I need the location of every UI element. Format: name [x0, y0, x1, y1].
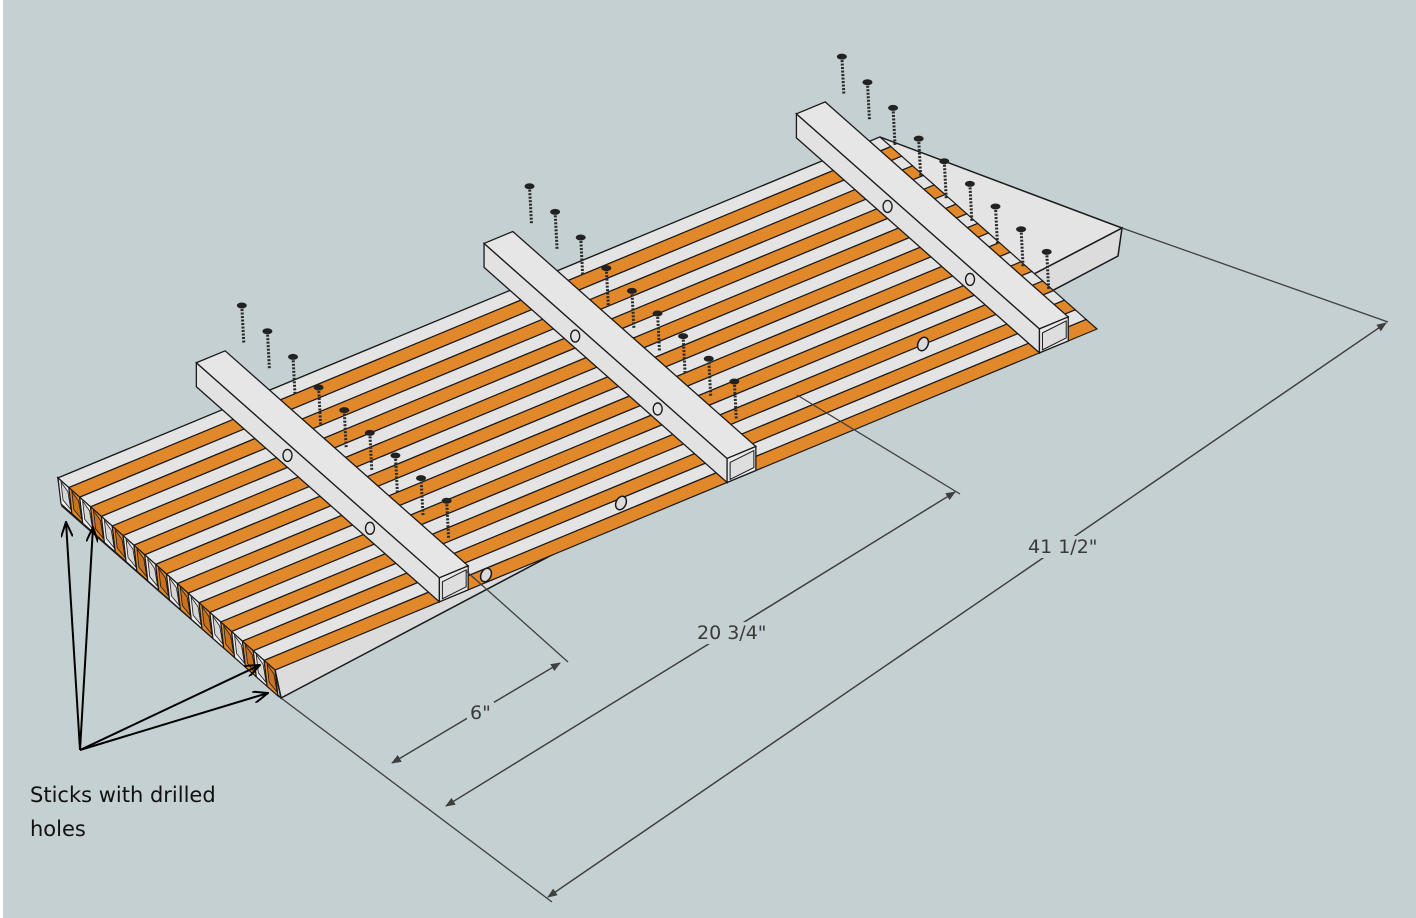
- screw-icon: [913, 135, 924, 177]
- slat-opening: [266, 662, 278, 694]
- screw-icon: [729, 378, 740, 420]
- crossbars: [195, 101, 1070, 604]
- dimension-label-6in: 6": [467, 702, 494, 724]
- annotation-arrows: [66, 522, 268, 751]
- screw-icon: [888, 104, 899, 147]
- screw-icon: [524, 183, 535, 225]
- slat-end-openings: [57, 476, 279, 698]
- screws: [236, 53, 1052, 539]
- screw-icon: [288, 353, 299, 395]
- crossbar-opening: [441, 569, 467, 600]
- dimension-label-20-3-4in: 20 3/4": [694, 622, 770, 644]
- crossbar-hole-icon: [570, 329, 581, 343]
- screw-icon: [441, 497, 452, 539]
- screw-icon: [990, 203, 1001, 245]
- screw-icon: [678, 333, 689, 375]
- screw-icon: [964, 180, 975, 222]
- screw-icon: [601, 265, 612, 307]
- crossbar-opening: [1041, 320, 1067, 351]
- screw-icon: [236, 302, 247, 344]
- screw-icon: [626, 287, 637, 329]
- screw-icon: [339, 407, 350, 449]
- screw-icon: [550, 208, 561, 250]
- screw-icon: [416, 475, 427, 517]
- screw-icon: [836, 53, 847, 95]
- dimension-label-41-1-2in: 41 1/2": [1025, 536, 1101, 558]
- screw-icon: [652, 310, 663, 352]
- screw-icon: [862, 79, 873, 121]
- screw-icon: [939, 158, 950, 200]
- crossbar-opening: [729, 449, 755, 481]
- screw-icon: [575, 234, 586, 276]
- screw-icon: [703, 355, 714, 397]
- screw-icon: [390, 452, 401, 494]
- crossbar-hole-icon: [652, 402, 663, 416]
- crossbar-hole-icon: [882, 199, 893, 214]
- hole-icon: [479, 567, 493, 583]
- screw-icon: [364, 429, 375, 471]
- screw-icon: [1041, 248, 1052, 290]
- hole-icon: [614, 495, 628, 511]
- screw-icon: [1016, 226, 1027, 268]
- crossbar-hole-icon: [364, 521, 376, 536]
- hole-icon: [916, 336, 930, 352]
- screw-icon: [313, 384, 324, 426]
- crossbar-hole-icon: [964, 272, 976, 287]
- crossbar-hole-icon: [282, 448, 293, 463]
- screw-icon: [262, 328, 273, 370]
- annotation-sticks-with-drilled-holes: Sticks with drilled holes: [30, 783, 216, 841]
